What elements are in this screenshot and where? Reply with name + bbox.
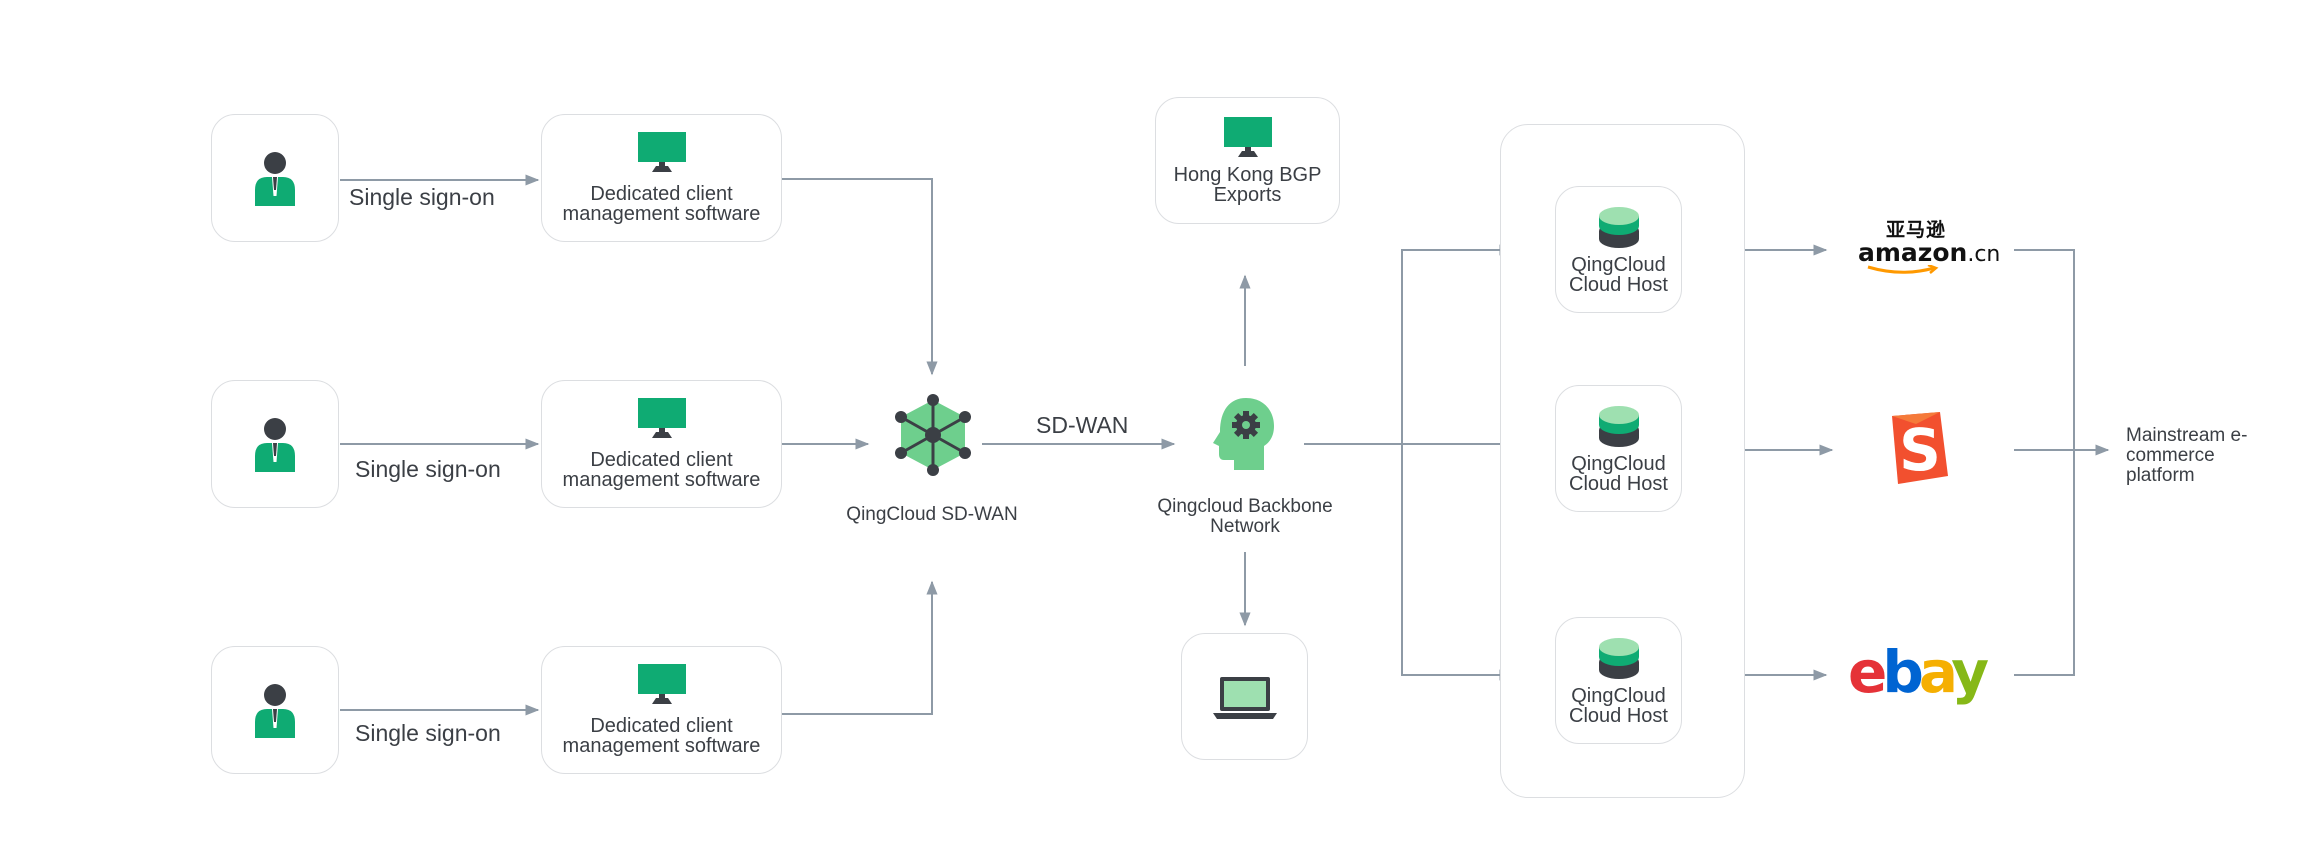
- user-card: [211, 114, 339, 242]
- ebay-letter-b: b: [1882, 638, 1923, 706]
- amazon-wordmark: amazon: [1858, 238, 1968, 267]
- database-icon: [1598, 637, 1639, 679]
- bgp-card: Hong Kong BGP Exports: [1155, 97, 1340, 224]
- software-label: Dedicated client management software: [562, 183, 761, 225]
- connector-backbone-host1: [1401, 244, 1514, 444]
- software-card: Dedicated client management software: [541, 646, 782, 774]
- amazon-cn-logo: 亚马逊 amazon.cn: [1858, 219, 2000, 276]
- user-icon: [255, 152, 295, 206]
- connector-platforms-bracket: [2014, 249, 2075, 676]
- monitor-icon: [637, 132, 686, 172]
- network-hub-icon: [895, 394, 971, 476]
- connector-software1-sdwan: [782, 178, 938, 376]
- connector-backbone-host3: [1401, 444, 1514, 681]
- software-card: Dedicated client management software: [541, 380, 782, 508]
- laptop-icon: [1212, 676, 1277, 719]
- cloud-host-card: QingCloud Cloud Host: [1555, 385, 1682, 512]
- ebay-letter-e: e: [1848, 638, 1887, 706]
- head-gear-icon: [1213, 398, 1274, 470]
- cloud-host-card: QingCloud Cloud Host: [1555, 617, 1682, 744]
- monitor-icon: [637, 398, 686, 438]
- backbone-label: Qingcloud Backbone Network: [1157, 496, 1333, 537]
- cloud-host-label: QingCloud Cloud Host: [1569, 253, 1668, 296]
- amazon-suffix: .cn: [1967, 242, 2001, 267]
- amazon-smile-icon: [1867, 265, 1939, 274]
- cloud-host-card: QingCloud Cloud Host: [1555, 186, 1682, 313]
- shopee-logo: S: [1892, 412, 1948, 484]
- ebay-letter-a: a: [1918, 638, 1956, 706]
- software-label: Dedicated client management software: [562, 449, 761, 491]
- ebay-letter-y: y: [1951, 638, 1989, 706]
- monitor-icon: [1223, 116, 1272, 157]
- user-card: [211, 380, 339, 508]
- software-label: Dedicated client management software: [562, 715, 761, 757]
- sso-label: Single sign-on: [355, 720, 501, 746]
- sso-label: Single sign-on: [349, 184, 495, 210]
- destination-label: Mainstream e-commerce platform: [2126, 425, 2248, 486]
- cloud-host-label: QingCloud Cloud Host: [1569, 452, 1668, 495]
- database-icon: [1598, 405, 1639, 447]
- sdwan-link-label: SD-WAN: [1036, 412, 1129, 438]
- laptop-card: [1181, 633, 1308, 760]
- sso-label: Single sign-on: [355, 456, 501, 482]
- software-card: Dedicated client management software: [541, 114, 782, 242]
- user-card: [211, 646, 339, 774]
- sdwan-label: QingCloud SD-WAN: [846, 504, 1018, 525]
- connector-software3-sdwan: [782, 580, 938, 715]
- monitor-icon: [637, 664, 686, 704]
- amazon-cn-text: 亚马逊: [1885, 219, 1946, 241]
- shopee-letter: S: [1899, 416, 1941, 484]
- bgp-label: Hong Kong BGP Exports: [1173, 163, 1322, 206]
- ebay-logo: ebay: [1848, 638, 1989, 710]
- user-icon: [255, 684, 295, 738]
- database-icon: [1598, 206, 1639, 248]
- cloud-host-label: QingCloud Cloud Host: [1569, 684, 1668, 727]
- user-icon: [255, 418, 295, 472]
